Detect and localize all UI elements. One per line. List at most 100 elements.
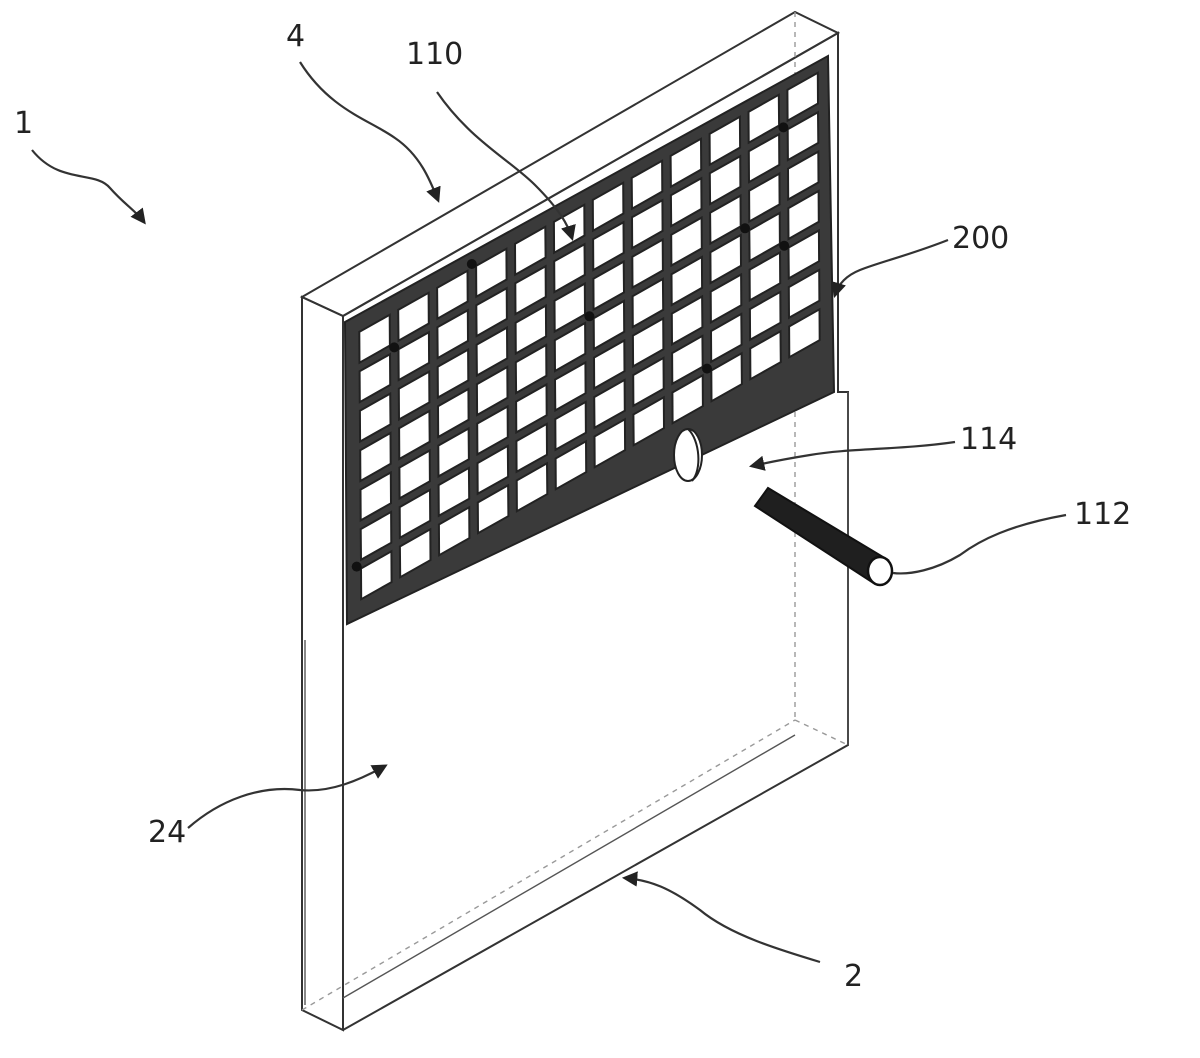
grid-cell xyxy=(358,391,392,444)
grid-cell xyxy=(475,247,508,299)
grid-cell xyxy=(669,176,703,228)
grid-cell xyxy=(748,290,782,342)
grid-cell xyxy=(630,159,664,211)
grid-pin xyxy=(351,561,362,572)
grid-cell xyxy=(669,137,703,189)
grid-cell xyxy=(436,387,470,439)
grid-cell xyxy=(592,220,625,272)
grid-cell xyxy=(788,307,821,359)
label-housing: 2 xyxy=(844,959,863,994)
inner-bottom-edge xyxy=(342,734,796,999)
label-device: 1 xyxy=(14,106,33,141)
label-opening: 114 xyxy=(960,422,1017,457)
label-grid: 200 xyxy=(952,221,1009,256)
grid-cell xyxy=(553,321,587,373)
grid-pin xyxy=(584,311,595,322)
grid-pin xyxy=(740,223,750,234)
grid-cell xyxy=(787,189,820,241)
label-rod: 112 xyxy=(1074,497,1131,532)
grid-cell xyxy=(514,343,548,395)
grid-cell xyxy=(436,269,469,321)
panel-front-outline xyxy=(342,31,849,1031)
grid-cells xyxy=(358,71,821,601)
grid-cell xyxy=(786,149,820,202)
grid-cell xyxy=(708,115,742,167)
grid-cell xyxy=(554,439,588,491)
grid-cell xyxy=(514,264,547,316)
grid-cell xyxy=(476,444,510,496)
grid-cell xyxy=(398,488,432,540)
leader-lines xyxy=(31,61,1067,964)
grid-cell xyxy=(709,272,743,325)
grid-cell xyxy=(592,338,626,391)
grid-cell xyxy=(437,505,471,557)
grid-cell xyxy=(436,308,470,360)
grid-cell xyxy=(476,404,509,457)
grid-pin xyxy=(779,240,790,251)
grid-cell xyxy=(708,154,742,206)
reference-labels: 1 4 110 200 114 112 24 2 xyxy=(14,19,1131,994)
grid-cell xyxy=(671,373,704,425)
grid-cell xyxy=(397,291,430,343)
label-grid-point: 110 xyxy=(406,37,463,72)
label-frame-top: 4 xyxy=(286,19,305,54)
grid-cell xyxy=(631,277,665,329)
hidden-edge-2 xyxy=(301,719,796,1011)
grid-pin xyxy=(389,342,400,353)
grid-pin xyxy=(466,259,477,269)
leader-112 xyxy=(892,513,1067,575)
grid-assembly xyxy=(343,54,836,626)
grid-cell xyxy=(593,417,627,469)
grid-cell xyxy=(437,426,470,479)
grid-cell xyxy=(359,549,393,601)
grid-cell xyxy=(515,382,548,435)
grid-cell xyxy=(514,303,548,356)
grid-cell xyxy=(786,71,820,123)
grid-cell xyxy=(787,228,821,281)
opening-114 xyxy=(673,428,703,482)
grid-cell xyxy=(630,198,664,250)
grid-pin xyxy=(778,122,789,133)
grid-cell xyxy=(437,466,471,518)
grid-cell xyxy=(786,110,820,162)
leader-114 xyxy=(748,440,956,471)
grid-cell xyxy=(553,242,586,294)
grid-cell xyxy=(475,325,509,378)
grid-cell xyxy=(553,360,587,413)
grid-cell xyxy=(670,215,703,268)
grid-cell xyxy=(476,483,510,535)
grid-cell xyxy=(748,171,781,224)
grid-cell xyxy=(397,369,431,422)
grid-cell xyxy=(709,233,743,285)
grid-cell xyxy=(475,286,508,338)
leader-4 xyxy=(299,61,441,203)
grid-cell xyxy=(631,316,665,369)
grid-cell xyxy=(398,409,431,461)
leader-110 xyxy=(436,91,576,241)
grid-cell xyxy=(515,422,549,474)
grid-cell xyxy=(592,299,626,351)
grid-cell xyxy=(747,132,781,184)
grid-cell xyxy=(398,448,431,501)
grid-cell xyxy=(748,250,782,303)
grid-cell xyxy=(591,181,625,233)
grid-cell xyxy=(515,461,549,513)
rod-112 xyxy=(753,486,894,587)
grid-cell xyxy=(359,510,393,562)
grid-pins xyxy=(351,122,790,572)
grid-cell xyxy=(592,259,626,312)
leader-1 xyxy=(31,149,146,225)
grid-cell xyxy=(631,237,664,290)
label-face: 24 xyxy=(148,815,186,850)
grid-cell xyxy=(359,470,393,523)
leader-2 xyxy=(621,871,821,964)
leader-24 xyxy=(187,764,388,829)
grid-cell xyxy=(398,527,432,579)
grid-cell xyxy=(670,294,704,347)
grid-cell xyxy=(670,255,704,307)
panel-left-side xyxy=(301,295,344,1032)
grid-cell xyxy=(397,330,431,382)
grid-cell xyxy=(709,312,743,364)
